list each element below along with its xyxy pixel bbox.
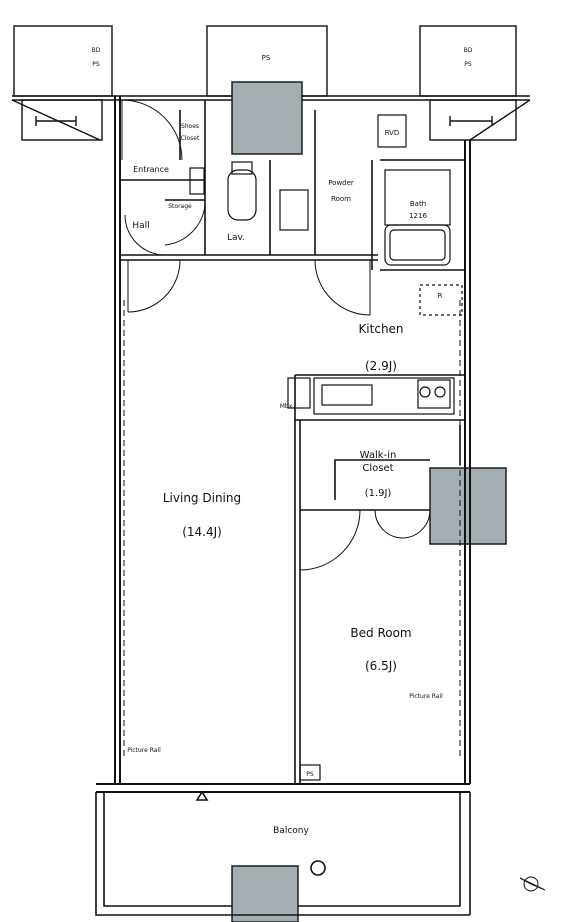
shoes-closet-label-2: Closet [181, 135, 200, 142]
refrigerator-label: R [438, 292, 443, 300]
kitchen-size: (2.9J) [365, 359, 397, 373]
north-arrow-icon [519, 876, 546, 892]
balcony-outline [95, 790, 471, 916]
hall-label: Hall [132, 221, 149, 231]
entrance-label: Entrance [133, 165, 169, 174]
living-dining-size: (14.4J) [182, 525, 222, 539]
shoes-closet-label-1: Shoes [181, 123, 199, 130]
powder-room-label-1: Powder [328, 179, 354, 187]
ps-right-label: PS [464, 61, 472, 68]
outer-walls [96, 96, 471, 793]
bed-room-size: (6.5J) [365, 659, 397, 673]
walk-in-closet-size: (1.9J) [365, 488, 392, 499]
powder-room-label-2: Room [331, 195, 351, 203]
bd-right-label: BD [464, 47, 473, 54]
walk-in-closet-label-2: Closet [362, 463, 393, 474]
storage-label: Storage [168, 203, 192, 210]
ps-bottom-label: PS [306, 771, 314, 778]
picture-rail-right: Picture Rail [409, 693, 443, 700]
ps-left-label: PS [92, 61, 100, 68]
picture-rail-left: Picture Rail [127, 747, 161, 754]
rvd-label: RVD [385, 129, 400, 137]
interior-partitions [120, 100, 465, 784]
bd-left-label: BD [92, 47, 101, 54]
ps-top-label: PS [262, 54, 271, 62]
bath-label-2: 1216 [409, 212, 427, 220]
structural-columns [231, 81, 507, 922]
doors [121, 99, 431, 571]
bath-label-1: Bath [410, 200, 426, 208]
fixtures [189, 114, 463, 781]
walk-in-closet-label-1: Walk-in [360, 450, 397, 461]
living-dining-label: Living Dining [163, 491, 241, 505]
mbx-label: Mbx [280, 403, 293, 410]
lav-label: Lav. [227, 233, 245, 243]
kitchen-label: Kitchen [358, 322, 403, 336]
balcony-label: Balcony [273, 826, 309, 836]
bed-room-label: Bed Room [350, 626, 411, 640]
window-glazing [123, 300, 461, 760]
